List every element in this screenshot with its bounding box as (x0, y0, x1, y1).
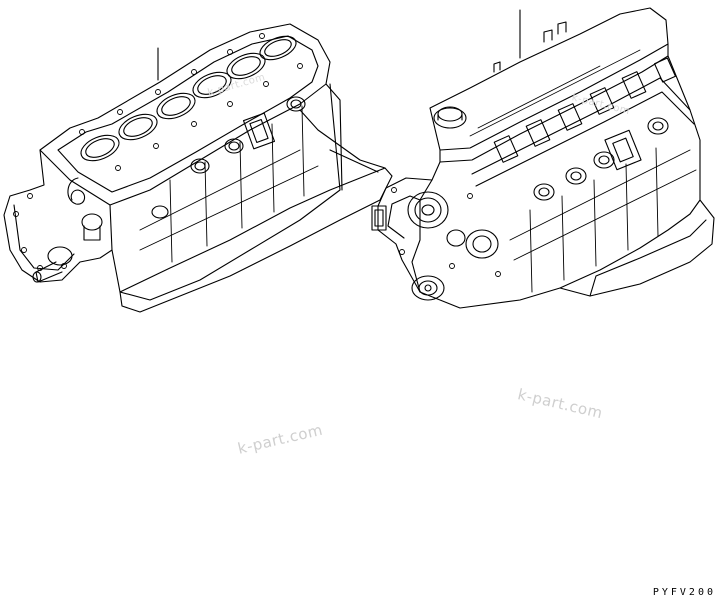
crankshaft-pulley (411, 275, 445, 301)
block-front-cover (3, 149, 113, 283)
valve-cover (429, 7, 669, 151)
block-side-wall (109, 83, 341, 301)
cylinder-bores (80, 35, 297, 162)
oil-filler-cap (433, 106, 467, 129)
engine-assembly-illustration (371, 7, 715, 309)
water-pump (407, 191, 499, 259)
exhaust-ports (493, 57, 677, 163)
cylinder-block-illustration (3, 23, 393, 313)
crankshaft-nose (32, 246, 73, 283)
drawing-code: PYFV200 (652, 587, 716, 598)
oil-pan (559, 199, 715, 297)
timing-case (377, 177, 433, 293)
block-deck-outline (39, 23, 331, 206)
